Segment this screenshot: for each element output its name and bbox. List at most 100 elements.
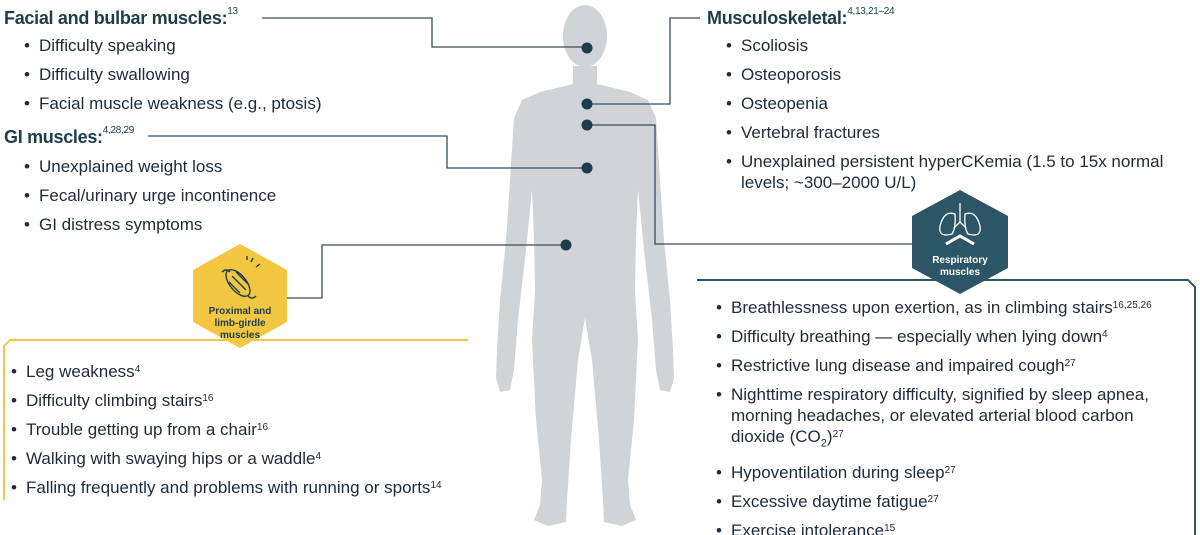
- citation: 4,28,29: [102, 125, 135, 136]
- list-item: Nighttime respiratory difficulty, signif…: [716, 384, 1186, 454]
- list-item: Exercise intolerance15: [716, 520, 1186, 535]
- list-item: Excessive daytime fatigue27: [716, 491, 1186, 512]
- item-text: Nighttime respiratory difficulty, signif…: [731, 385, 1149, 446]
- respiratory-hexagon: [912, 190, 1008, 294]
- item-text: GI distress symptoms: [39, 215, 203, 234]
- badge-line: muscles: [939, 267, 981, 278]
- item-text: Unexplained weight loss: [39, 157, 223, 176]
- list-item: Osteopenia: [726, 93, 1166, 114]
- muscle-icon: [221, 256, 261, 299]
- list-item: Difficulty swallowing: [24, 64, 404, 85]
- badge-line: Proximal and: [208, 306, 272, 317]
- citation: 16,25,26: [1112, 300, 1152, 311]
- item-text: Leg weakness: [26, 362, 135, 381]
- item-text: Exercise intolerance: [731, 521, 885, 535]
- item-text: Trouble getting up from a chair: [26, 420, 257, 439]
- badge-line: muscles: [219, 330, 261, 341]
- list-item: Hypoventilation during sleep27: [716, 462, 1186, 483]
- badge-line: limb-girdle: [214, 318, 266, 329]
- marker-dot: [581, 42, 593, 54]
- list-item: Walking with swaying hips or a waddle4: [11, 448, 511, 469]
- list-item: Scoliosis: [726, 35, 1166, 56]
- marker-dot: [560, 239, 572, 251]
- facial-list: Difficulty speakingDifficulty swallowing…: [24, 35, 404, 122]
- list-item: Facial muscle weakness (e.g., ptosis): [24, 93, 404, 114]
- heading-text: GI muscles:: [4, 127, 103, 147]
- item-text: Difficulty climbing stairs: [26, 391, 203, 410]
- item-text: Facial muscle weakness (e.g., ptosis): [39, 94, 322, 113]
- list-item: Difficulty climbing stairs16: [11, 390, 511, 411]
- item-text: Hypoventilation during sleep: [731, 463, 945, 483]
- item-text: Difficulty speaking: [39, 36, 176, 55]
- citation: 16: [202, 393, 214, 404]
- item-text: Unexplained persistent hyperCKemia (1.5 …: [741, 152, 1164, 192]
- item-text: Difficulty breathing — especially when l…: [731, 327, 1103, 346]
- subscript: 2: [820, 437, 827, 450]
- list-item: Osteoporosis: [726, 64, 1166, 85]
- item-text: Difficulty swallowing: [39, 65, 190, 84]
- citation: 27: [832, 429, 844, 440]
- list-item: Restrictive lung disease and impaired co…: [716, 355, 1186, 376]
- citation: 27: [1064, 358, 1076, 369]
- gi-connector: [148, 135, 587, 169]
- list-item: Fecal/urinary urge incontinence: [24, 185, 404, 206]
- list-item: Unexplained weight loss: [24, 156, 404, 177]
- gi-list: Unexplained weight lossFecal/urinary urg…: [24, 156, 404, 243]
- list-item: GI distress symptoms: [24, 214, 404, 235]
- musculoskeletal-connector: [587, 17, 700, 105]
- head: [563, 5, 607, 67]
- item-text: Excessive daytime fatigue: [731, 492, 928, 512]
- list-item: Vertebral fractures: [726, 122, 1166, 143]
- citation: 16: [256, 422, 269, 433]
- item-text: Breathlessness upon exertion, as in clim…: [731, 298, 1113, 317]
- item-text: Restrictive lung disease and impaired co…: [731, 356, 1065, 375]
- item-text: Osteoporosis: [741, 65, 842, 84]
- badge-line: Respiratory: [932, 255, 988, 266]
- human-body-silhouette: [496, 66, 674, 526]
- list-item: Falling frequently and problems with run…: [11, 477, 511, 498]
- marker-dot: [581, 162, 593, 174]
- citation: 4: [134, 364, 141, 375]
- respiratory-connector: [587, 124, 935, 245]
- respiratory-list: Breathlessness upon exertion, as in clim…: [716, 297, 1186, 535]
- citation: 4: [1102, 329, 1108, 340]
- proximal-hexagon: [193, 244, 287, 348]
- item-text: Osteopenia: [741, 94, 828, 113]
- list-item: Leg weakness4: [11, 361, 511, 382]
- citation: 27: [927, 494, 939, 506]
- item-text: Vertebral fractures: [741, 123, 880, 142]
- citation: 4: [315, 451, 322, 462]
- proximal-badge-label: Proximal and limb-girdle muscles: [195, 306, 285, 342]
- gi-heading: GI muscles:4,28,29: [4, 125, 135, 148]
- proximal-connector: [280, 244, 566, 299]
- connector-lines: [148, 17, 935, 299]
- item-text: Falling frequently and problems with run…: [26, 478, 431, 497]
- musculoskeletal-list: ScoliosisOsteoporosisOsteopeniaVertebral…: [726, 35, 1166, 201]
- facial-heading: Facial and bulbar muscles:13: [4, 6, 238, 29]
- list-item: Unexplained persistent hyperCKemia (1.5 …: [726, 151, 1166, 193]
- heading-text: Musculoskeletal:: [707, 8, 848, 28]
- citation: 15: [884, 523, 896, 535]
- heading-text: Facial and bulbar muscles:: [4, 8, 228, 28]
- item-text: Walking with swaying hips or a waddle: [26, 449, 316, 468]
- item-text: Scoliosis: [741, 36, 809, 55]
- list-item: Trouble getting up from a chair16: [11, 419, 511, 440]
- citation: 27: [944, 465, 956, 477]
- musculoskeletal-heading: Musculoskeletal:4,13,21–24: [707, 6, 895, 29]
- facial-connector: [262, 17, 587, 48]
- body-markers: [560, 42, 593, 251]
- list-item: Breathlessness upon exertion, as in clim…: [716, 297, 1186, 318]
- lungs-icon: [939, 203, 981, 246]
- item-text: Fecal/urinary urge incontinence: [39, 186, 277, 205]
- marker-dot: [581, 98, 593, 110]
- list-item: Difficulty breathing — especially when l…: [716, 326, 1186, 347]
- citation: 13: [227, 6, 238, 17]
- respiratory-badge-label: Respiratory muscles: [915, 255, 1005, 279]
- marker-dot: [581, 119, 593, 131]
- item-text: ): [826, 427, 833, 446]
- proximal-list: Leg weakness4Difficulty climbing stairs1…: [11, 361, 511, 506]
- citation: 14: [430, 480, 442, 491]
- citation: 4,13,21–24: [847, 6, 895, 17]
